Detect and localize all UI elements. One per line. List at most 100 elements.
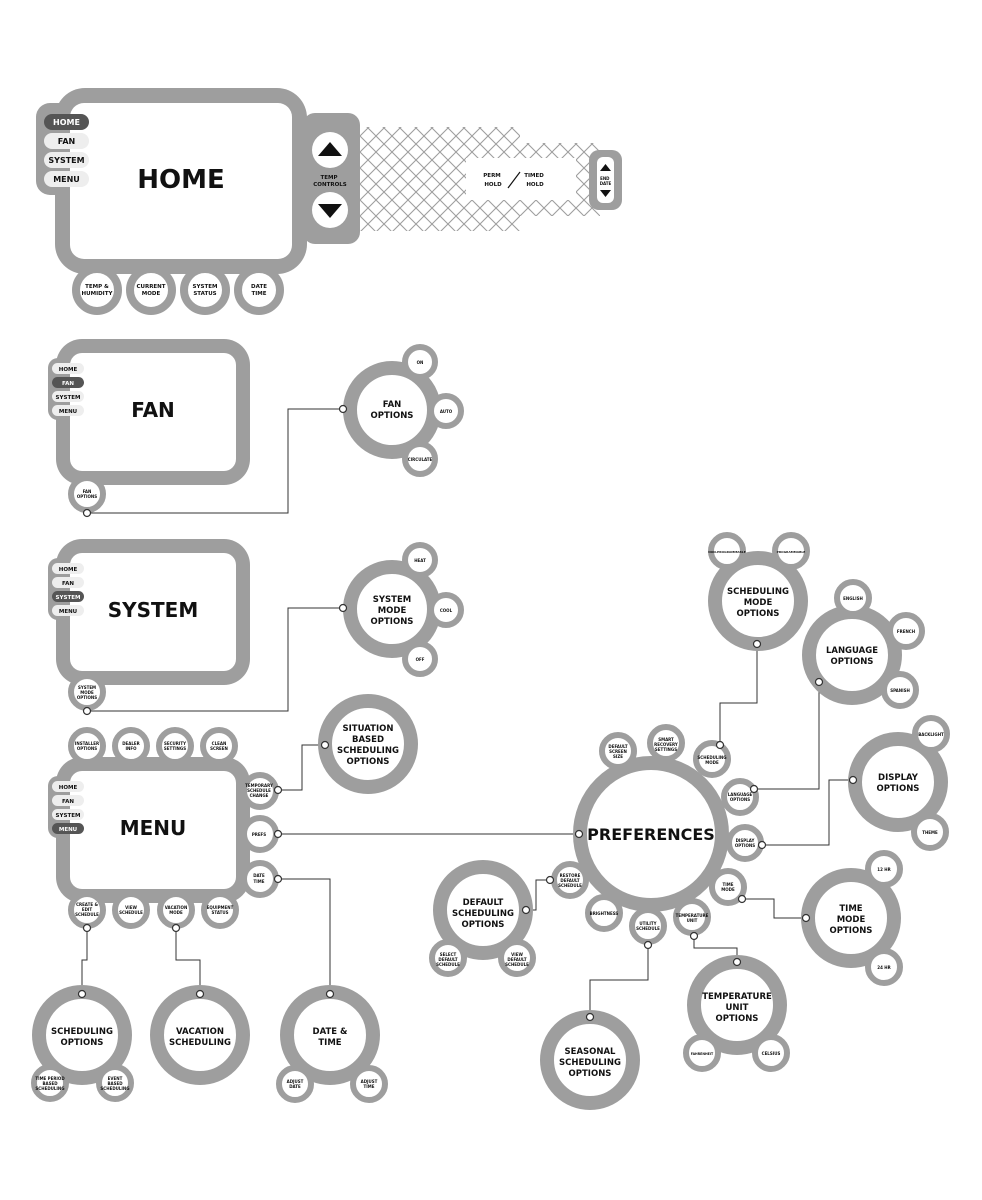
unit-fahrenheit[interactable]: [683, 1034, 721, 1072]
view-schedule-button[interactable]: [112, 891, 150, 929]
tab-home[interactable]: [52, 363, 84, 374]
dealer-info-button[interactable]: [112, 727, 150, 765]
system-option-cool[interactable]: [428, 592, 464, 628]
fan-option-circulate[interactable]: [402, 441, 438, 477]
pref-smart-recovery[interactable]: [647, 724, 685, 762]
temp-controls-label: TEMP CONTROLS: [313, 175, 346, 188]
unit-celsius[interactable]: [752, 1034, 790, 1072]
tab-fan[interactable]: [44, 133, 89, 149]
small-arrow-down-icon: [600, 190, 611, 197]
language-french[interactable]: [887, 612, 925, 650]
date-time-button[interactable]: [234, 265, 284, 315]
tab-system[interactable]: [52, 591, 84, 602]
clean-screen-button[interactable]: [200, 727, 238, 765]
fan-options-node[interactable]: [343, 361, 441, 459]
tab-system[interactable]: [52, 809, 84, 820]
adjust-time-option[interactable]: [350, 1065, 388, 1103]
svg-text:FAN: FAN: [62, 799, 74, 805]
pref-language-options[interactable]: [721, 778, 759, 816]
tab-menu[interactable]: [52, 823, 84, 834]
tab-home[interactable]: [52, 781, 84, 792]
time-mode-12hr[interactable]: [865, 850, 903, 888]
pref-time-mode[interactable]: [709, 868, 747, 906]
tab-menu[interactable]: [52, 605, 84, 616]
security-settings-button[interactable]: [156, 727, 194, 765]
display-theme[interactable]: [911, 813, 949, 851]
display-backlight[interactable]: [912, 715, 950, 753]
tab-fan[interactable]: [52, 577, 84, 588]
language-english[interactable]: [834, 579, 872, 617]
tab-system[interactable]: [52, 391, 84, 402]
home-screen: [70, 103, 292, 259]
hold-divider: [507, 171, 521, 189]
fan-option-on[interactable]: [402, 344, 438, 380]
fan-option-auto[interactable]: [428, 393, 464, 429]
timed-hold-label[interactable]: TIMED HOLD: [524, 173, 546, 188]
installer-options-button[interactable]: [68, 727, 106, 765]
adjust-date-option[interactable]: [276, 1065, 314, 1103]
language-spanish[interactable]: [881, 671, 919, 709]
system-screen: [70, 553, 236, 671]
non-programmable-option[interactable]: [708, 532, 746, 570]
select-default-schedule-option[interactable]: [429, 939, 467, 977]
tab-menu[interactable]: [44, 171, 89, 187]
svg-text:MENU: MENU: [59, 827, 77, 833]
svg-text:FAN: FAN: [62, 581, 74, 587]
pref-brightness[interactable]: [585, 894, 623, 932]
tab-fan[interactable]: [52, 377, 84, 388]
tab-home[interactable]: [52, 563, 84, 574]
perm-hold-label[interactable]: PERM HOLD: [483, 173, 502, 188]
home-tabs: HOME FAN SYSTEM MENU: [44, 114, 89, 187]
svg-text:OFF: OFF: [416, 657, 425, 662]
equipment-status-button[interactable]: [201, 891, 239, 929]
event-based-scheduling-option[interactable]: [96, 1064, 134, 1102]
system-option-heat[interactable]: [402, 542, 438, 578]
time-period-based-scheduling-option[interactable]: [31, 1064, 69, 1102]
system-status-button[interactable]: [180, 265, 230, 315]
home-title: HOME: [137, 165, 225, 195]
tab-fan[interactable]: [52, 795, 84, 806]
pref-default-screen-size[interactable]: [599, 732, 637, 770]
menu-screen: [70, 771, 236, 889]
tab-home[interactable]: [44, 114, 89, 130]
programmable-option[interactable]: [772, 532, 810, 570]
system-option-off[interactable]: [402, 641, 438, 677]
pref-scheduling-mode[interactable]: [693, 740, 731, 778]
tab-system[interactable]: [44, 152, 89, 168]
temp-humidity-button[interactable]: [72, 265, 122, 315]
svg-text:NON-PROGRAMMABLE: NON-PROGRAMMABLE: [708, 550, 746, 554]
current-mode-button[interactable]: [126, 265, 176, 315]
tab-menu[interactable]: [52, 405, 84, 416]
time-mode-24hr[interactable]: [865, 948, 903, 986]
view-default-schedule-option[interactable]: [498, 939, 536, 977]
home-panel: HOME FAN SYSTEM MENU HOME TEMP CONTROLS …: [36, 88, 622, 315]
svg-text:ON: ON: [417, 360, 424, 365]
